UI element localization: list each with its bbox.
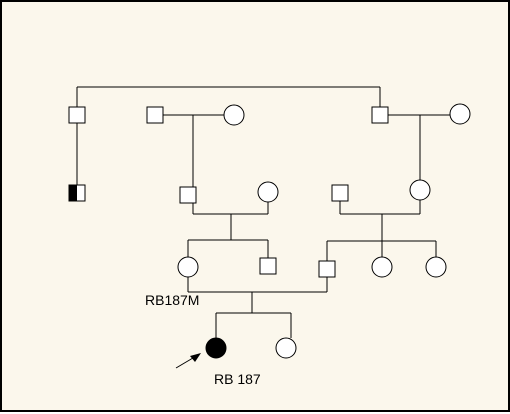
arrow-icon bbox=[175, 353, 201, 369]
female-individual bbox=[257, 181, 279, 203]
male-individual bbox=[331, 184, 349, 202]
female-individual bbox=[223, 104, 245, 126]
proband-affected-female bbox=[205, 337, 227, 359]
female-individual bbox=[371, 256, 393, 278]
female-individual bbox=[449, 103, 471, 125]
mother-individual bbox=[177, 256, 199, 278]
relationship-lines bbox=[76, 86, 450, 338]
male-individual bbox=[371, 106, 389, 124]
mother-id-label: RB187M bbox=[145, 292, 199, 308]
male-individual bbox=[68, 106, 86, 124]
female-individual bbox=[425, 256, 447, 278]
carrier-male-individual bbox=[68, 184, 86, 202]
male-individual bbox=[259, 257, 277, 275]
female-individual bbox=[409, 179, 431, 201]
male-individual bbox=[146, 106, 164, 124]
female-individual bbox=[275, 337, 297, 359]
father-individual bbox=[318, 260, 336, 278]
proband-id-label: RB 187 bbox=[214, 371, 261, 387]
male-individual bbox=[179, 186, 197, 204]
